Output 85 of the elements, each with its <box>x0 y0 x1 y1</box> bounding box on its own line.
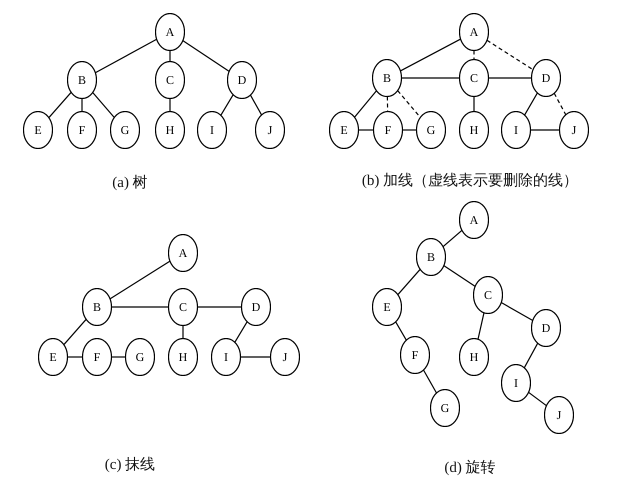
tree-edge <box>220 94 234 116</box>
tree-edge <box>354 90 377 118</box>
tree-node: J <box>255 111 285 149</box>
tree-edge <box>442 230 462 248</box>
tree-edge <box>358 129 374 131</box>
tree-node: A <box>459 201 489 239</box>
tree-edge <box>422 370 438 394</box>
tree-edge <box>182 40 230 72</box>
tree-edge <box>395 322 407 340</box>
dashed-tree-edge <box>386 96 388 112</box>
tree-node: B <box>416 238 446 276</box>
tree-node: E <box>372 288 402 326</box>
tree-node: J <box>544 396 574 434</box>
figure-caption: (a) 树 <box>112 174 148 192</box>
tree-edge <box>528 392 547 406</box>
tree-edge <box>63 318 87 346</box>
tree-edge <box>488 77 532 79</box>
tree-node: E <box>23 111 53 149</box>
tree-edge <box>250 94 262 116</box>
tree-node: E <box>329 111 359 149</box>
tree-node: D <box>531 309 561 347</box>
tree-edge <box>81 98 83 112</box>
tree-node: B <box>82 288 112 326</box>
tree-node: G <box>416 111 446 149</box>
tree-edge <box>473 96 475 112</box>
tree-node: F <box>82 338 112 376</box>
tree-edge <box>500 302 534 321</box>
dashed-tree-edge <box>486 40 534 70</box>
tree-node: B <box>372 59 402 97</box>
tree-node: J <box>270 338 300 376</box>
tree-edge <box>95 38 157 74</box>
tree-edge <box>68 356 82 358</box>
tree-node: I <box>211 338 241 376</box>
tree-node: H <box>155 111 185 149</box>
tree-node: A <box>168 234 198 272</box>
tree-node: G <box>110 111 140 149</box>
figure-caption: (d) 旋转 <box>444 458 496 477</box>
tree-edge <box>112 356 126 358</box>
tree-node: F <box>400 336 430 374</box>
tree-node: I <box>501 364 531 402</box>
tree-node: J <box>559 111 589 149</box>
tree-edge <box>48 92 72 118</box>
tree-node: H <box>168 338 198 376</box>
tree-edge <box>182 326 184 338</box>
tree-node: F <box>67 111 97 149</box>
tree-node: D <box>531 59 561 97</box>
tree-edge <box>402 129 416 131</box>
tree-edge <box>444 265 476 287</box>
tree-node: F <box>373 111 403 149</box>
tree-node: C <box>459 59 489 97</box>
tree-node: I <box>197 111 227 149</box>
tree-edge <box>397 268 421 296</box>
tree-node: G <box>430 389 460 427</box>
tree-edge <box>234 321 248 343</box>
tree-edge <box>92 92 115 118</box>
tree-edge <box>524 342 538 368</box>
tree-edge <box>198 306 242 308</box>
tree-edge <box>110 260 170 300</box>
tree-edge <box>400 38 461 72</box>
figure-caption: (c) 抹线 <box>104 456 156 474</box>
tree-edge <box>530 129 560 131</box>
dashed-tree-edge <box>554 92 566 116</box>
tree-edge <box>240 356 270 358</box>
tree-node: C <box>168 288 198 326</box>
tree-node: B <box>67 61 97 99</box>
tree-node: H <box>459 111 489 149</box>
tree-node: E <box>38 338 68 376</box>
tree-edge <box>524 92 538 116</box>
tree-node: I <box>501 111 531 149</box>
dashed-tree-edge <box>473 50 475 60</box>
tree-node: H <box>459 338 489 376</box>
tree-edge <box>169 50 171 62</box>
tree-node: D <box>227 61 257 99</box>
tree-edge <box>402 77 460 79</box>
tree-node: C <box>473 276 503 314</box>
tree-node: G <box>125 338 155 376</box>
figure-caption: (b) 加线（虚线表示要删除的线） <box>362 172 578 190</box>
tree-node: A <box>155 13 185 51</box>
tree-edge <box>477 312 485 340</box>
tree-edge <box>112 306 168 308</box>
tree-node: C <box>155 61 185 99</box>
tree-node: A <box>459 13 489 51</box>
tree-edge <box>169 98 171 112</box>
tree-node: D <box>241 288 271 326</box>
dashed-tree-edge <box>397 90 421 118</box>
